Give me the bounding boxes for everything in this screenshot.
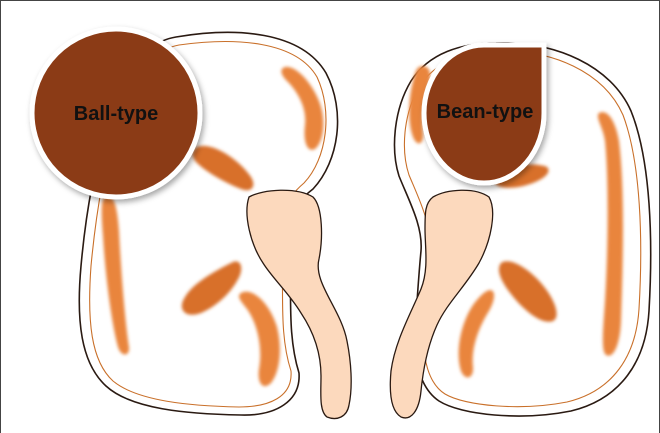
bean-type-stone: Bean-type bbox=[424, 45, 544, 183]
bean-type-label: Bean-type bbox=[437, 101, 534, 123]
ball-type-label: Ball-type bbox=[74, 103, 158, 125]
ball-type-stone: Ball-type bbox=[32, 29, 200, 197]
